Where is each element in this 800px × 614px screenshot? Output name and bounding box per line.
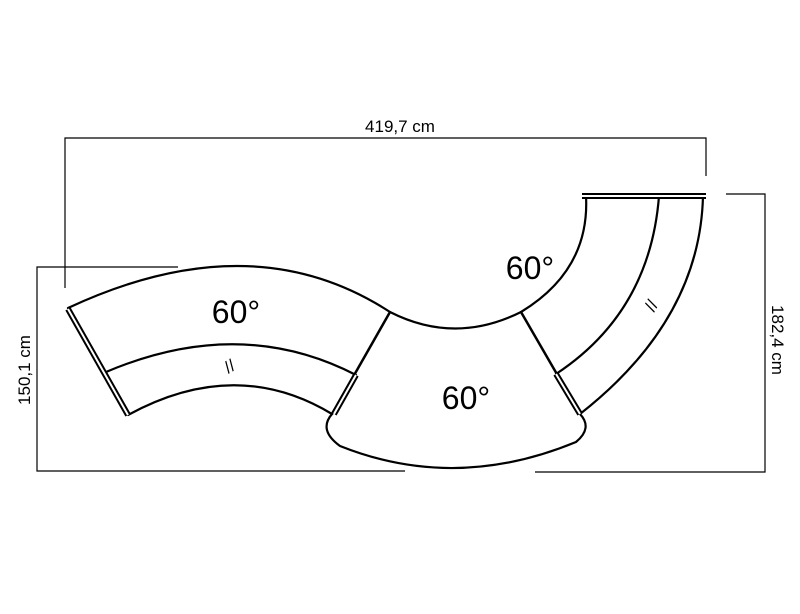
- right-segment-angle-label: 60°: [506, 250, 554, 286]
- left-segment-seat-outline: [104, 343, 358, 377]
- width-dimension-label: 419,7 cm: [365, 117, 435, 136]
- left-armrest-inner: [67, 308, 129, 416]
- right-segment-back-outline: [519, 194, 588, 314]
- right-recliner-icon: //: [641, 297, 662, 315]
- right-sofa-segment: 60° //: [506, 193, 706, 416]
- left-sofa-segment: 60° //: [65, 264, 392, 417]
- left-height-dimension-label: 150,1 cm: [15, 335, 34, 405]
- right-segment-end-armrest-inner: [555, 373, 581, 415]
- right-segment-front-outline: [578, 194, 705, 416]
- middle-sofa-segment: 60°: [325, 310, 587, 470]
- middle-segment-angle-label: 60°: [442, 380, 490, 416]
- left-height-dimension-line: [36, 266, 405, 472]
- right-height-dimension-line: [535, 193, 766, 473]
- width-dimension-line: [64, 137, 707, 288]
- left-segment-angle-label: 60°: [212, 294, 260, 330]
- middle-segment-front-outline: [325, 412, 587, 470]
- left-recliner-icon: //: [221, 356, 239, 377]
- right-height-dimension-label: 182,4 cm: [768, 305, 787, 375]
- right-segment-seat-outline: [554, 194, 661, 376]
- middle-segment-back-outline: [388, 310, 523, 330]
- left-segment-front-outline: [126, 384, 334, 417]
- left-segment-back-outline: [66, 264, 392, 314]
- dimension-lines: [36, 137, 766, 473]
- left-segment-end-armrest-inner: [333, 374, 357, 415]
